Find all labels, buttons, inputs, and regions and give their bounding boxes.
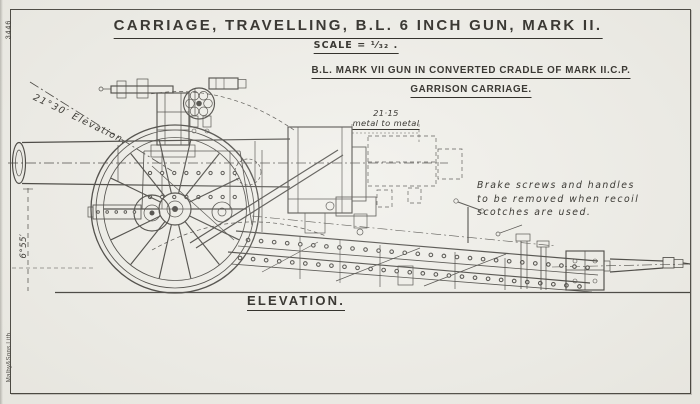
border-frame [10, 9, 691, 394]
recoil-dimension-note: metal to metal [352, 118, 420, 130]
brake-annotation-line-1: Brake screws and handles [477, 180, 635, 191]
brake-annotation-line-3: scotches are used. [477, 207, 592, 218]
recoil-dimension: 21·15 metal to metal [352, 108, 420, 130]
scan-edge-shadow [0, 0, 3, 404]
view-label: ELEVATION. [247, 293, 346, 311]
plate-number: 3446 [5, 19, 13, 40]
brake-annotation-line-2: to be removed when recoil [477, 193, 640, 205]
printer-credit: Malby&Sons.Lith. [6, 330, 12, 383]
drawing-subtitle: B.L. MARK VII GUN IN CONVERTED CRADLE OF… [311, 60, 631, 98]
depression-angle-label: 6°55′ [19, 233, 29, 259]
recoil-dimension-value: 21·15 [373, 108, 399, 118]
brake-annotation: Brake screws and handles to be removed w… [477, 179, 639, 220]
subtitle-line-2: GARRISON CARRIAGE. [410, 84, 532, 98]
scale-label: SCALE = ¹⁄₃₂ . [313, 40, 399, 54]
drawing-title: CARRIAGE, TRAVELLING, B.L. 6 INCH GUN, M… [113, 17, 603, 39]
subtitle-line-1: B.L. MARK VII GUN IN CONVERTED CRADLE OF… [311, 65, 631, 79]
